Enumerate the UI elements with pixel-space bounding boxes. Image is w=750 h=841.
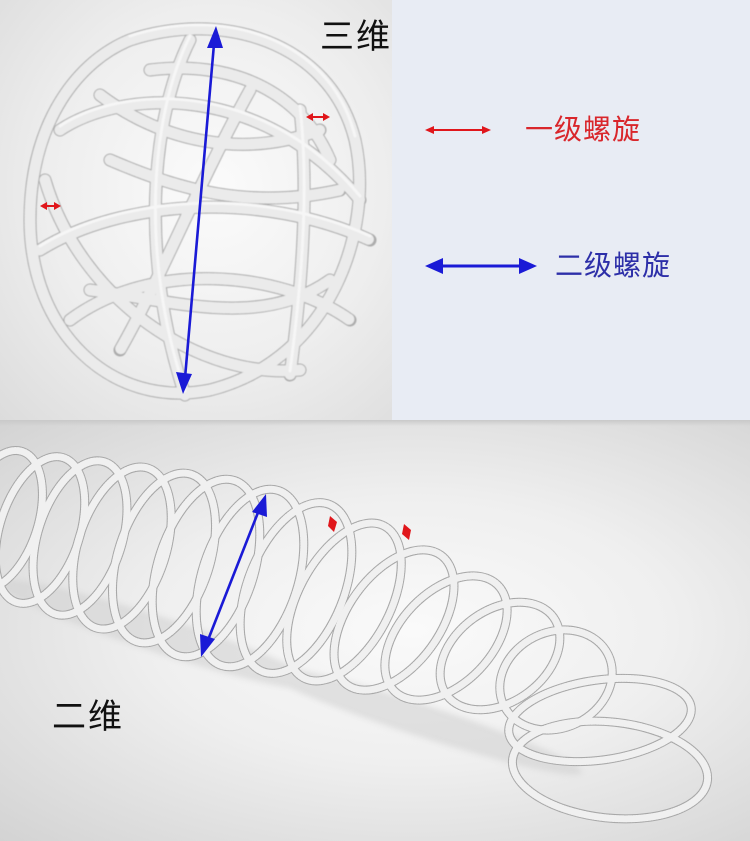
primary-helix-arrow-2d-left — [328, 516, 337, 532]
three-d-helix-panel — [0, 0, 392, 420]
secondary-helix-arrow-2d — [200, 494, 267, 657]
two-d-label: 二维 — [52, 697, 124, 737]
tangled-spring-ball-illustration — [23, 22, 377, 402]
thin-red-double-arrow-icon — [425, 126, 491, 134]
two-d-helix-panel — [0, 420, 750, 841]
legend-panel — [392, 0, 750, 420]
thick-blue-double-arrow-icon — [425, 258, 537, 274]
primary-helix-arrow-3d-left — [40, 202, 61, 210]
legend-item-secondary-helix: 二级螺旋 — [425, 252, 671, 280]
primary-helix-arrow-2d-right — [402, 524, 411, 540]
legend-label-secondary-helix: 二级螺旋 — [555, 249, 672, 282]
primary-helix-arrow-3d-right — [306, 113, 330, 121]
three-d-label: 三维 — [320, 17, 392, 57]
stretched-spring-illustration — [0, 446, 713, 824]
secondary-helix-arrow-3d — [176, 26, 223, 394]
legend-item-primary-helix: 一级螺旋 — [425, 116, 641, 144]
legend-label-primary-helix: 一级螺旋 — [525, 113, 642, 146]
